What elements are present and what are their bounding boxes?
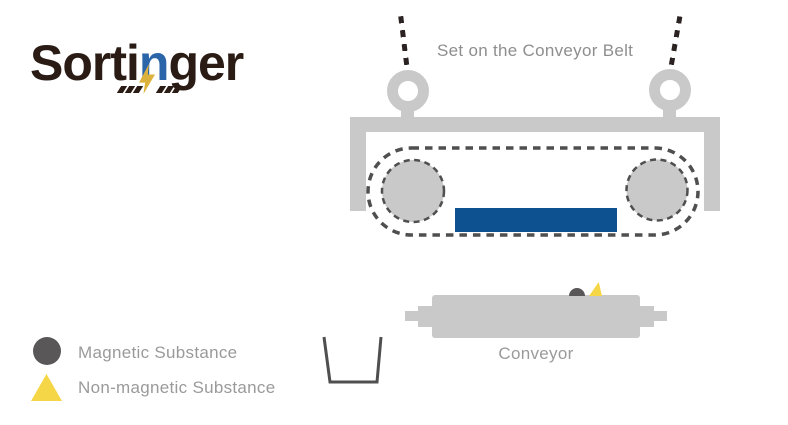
magnetic-substance-legend-icon	[33, 337, 61, 365]
magnet-block	[455, 208, 617, 232]
machine-side-arm-left	[350, 132, 366, 211]
diagram-caption: Set on the Conveyor Belt	[437, 41, 634, 60]
non-magnetic-substance-legend-icon	[31, 374, 62, 401]
legend-label-non-magnetic: Non-magnetic Substance	[78, 378, 276, 397]
conveyor-label: Conveyor	[498, 344, 574, 363]
legend-label-magnetic: Magnetic Substance	[78, 343, 238, 362]
non-magnetic-substance-icon	[589, 282, 602, 296]
dashed-belt-loop	[366, 146, 700, 237]
conveyor-bearing-right	[640, 306, 654, 327]
conveyor-axle-right	[652, 311, 667, 321]
belt-assembly	[366, 146, 700, 237]
eye-stem-left	[401, 102, 414, 119]
conveyor-axle-left	[405, 311, 420, 321]
magnetic-substance-icon	[569, 288, 585, 296]
collection-bin-outline	[322, 336, 383, 384]
machine-side-arm-right	[704, 132, 720, 211]
pulley-right	[625, 158, 689, 222]
logo-text-part2: ger	[168, 35, 244, 91]
collection-bin	[322, 336, 383, 384]
suspension-cable-left	[398, 15, 411, 79]
logo-wordmark: Sortinger	[30, 35, 244, 91]
conveyor-bearing-left	[418, 306, 432, 327]
machine-top-bar	[350, 117, 720, 132]
conveyor-roller-body	[432, 295, 640, 338]
eye-stem-right	[663, 101, 676, 119]
pulley-left	[380, 158, 446, 224]
logo-text-part1: Sorti	[30, 35, 140, 91]
